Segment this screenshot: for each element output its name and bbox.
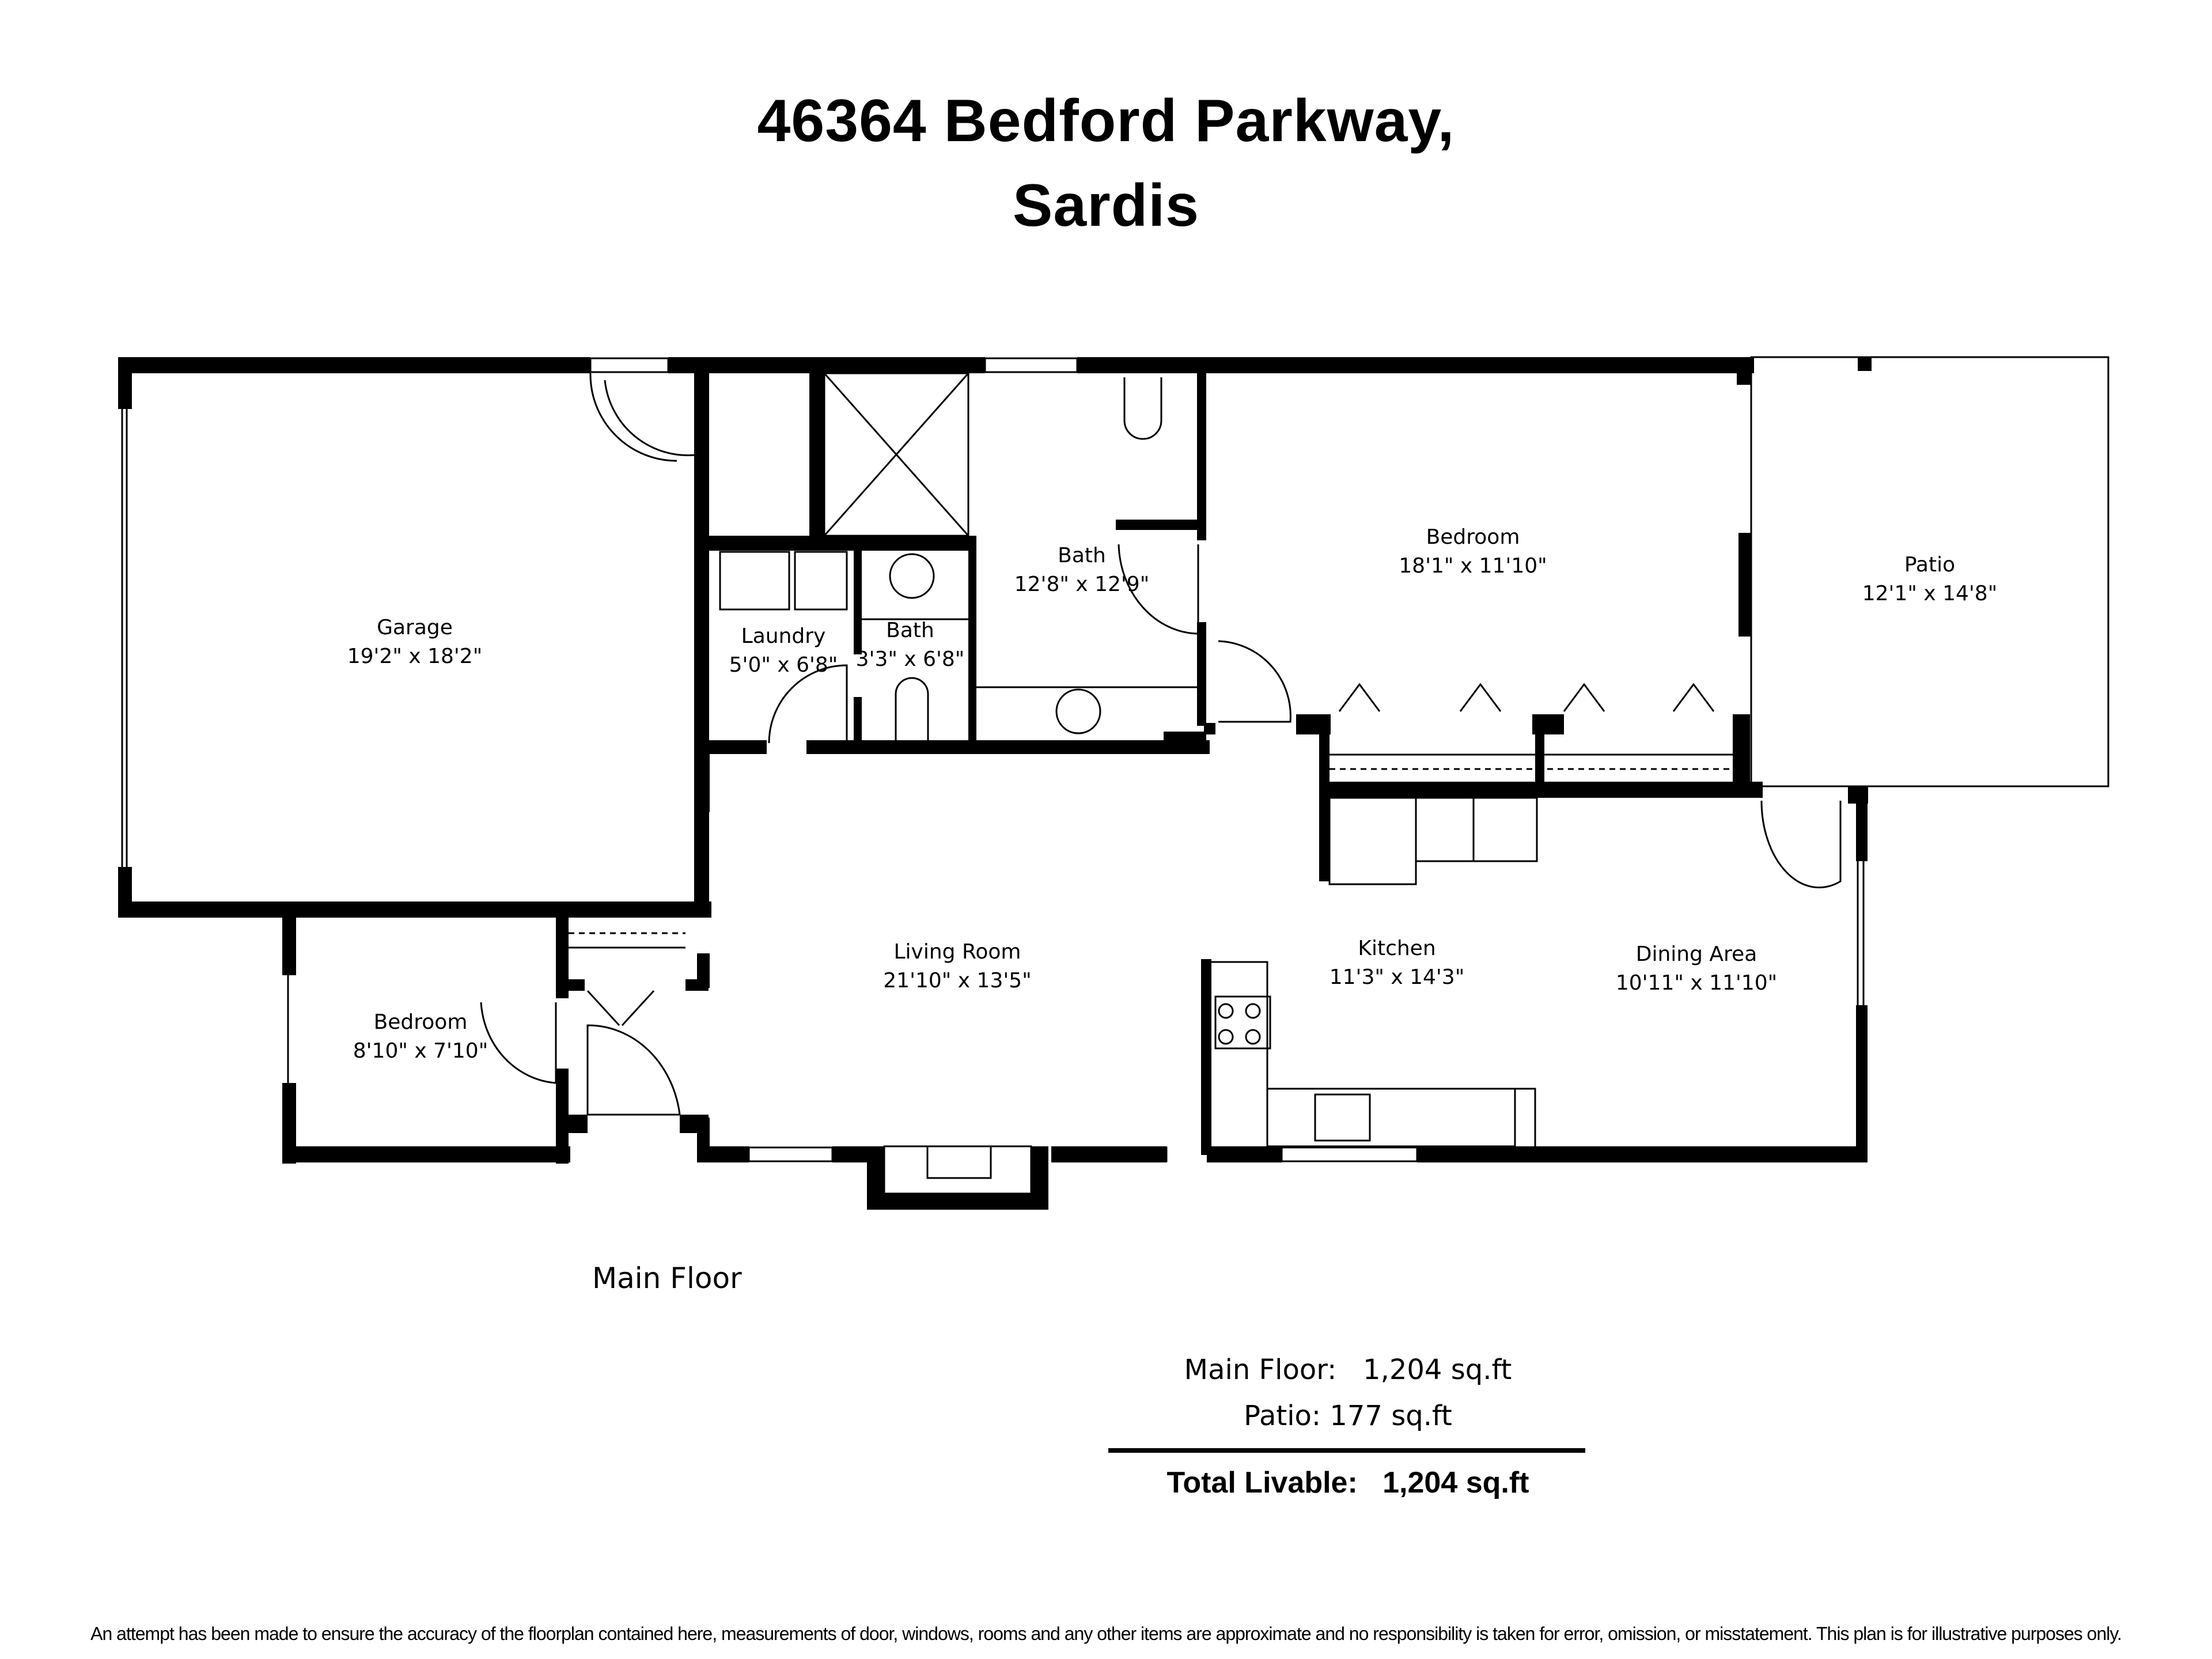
room-dining: Dining Area 10'11" x 11'10" (1616, 940, 1777, 998)
main-floor-area: Main Floor: 1,204 sq.ft (1106, 1353, 1590, 1387)
room-name: Bath (1058, 544, 1106, 567)
room-dims: 19'2" x 18'2" (347, 645, 483, 668)
patio-value: 177 sq.ft (1330, 1400, 1452, 1432)
room-name: Bath (886, 619, 934, 642)
total-livable-area: Total Livable: 1,204 sq.ft (1106, 1465, 1590, 1500)
room-name: Laundry (741, 624, 826, 648)
room-dims: 8'10" x 7'10" (353, 1039, 488, 1063)
main-floor-label: Main Floor: (1184, 1354, 1337, 1386)
room-dims: 5'0" x 6'8" (729, 653, 838, 677)
room-name: Kitchen (1358, 937, 1436, 960)
total-label: Total Livable: (1166, 1466, 1358, 1499)
total-value: 1,204 sq.ft (1382, 1466, 1529, 1499)
room-name: Garage (377, 616, 453, 639)
room-bedroom-small: Bedroom 8'10" x 7'10" (353, 1008, 488, 1066)
room-garage: Garage 19'2" x 18'2" (347, 613, 483, 671)
room-name: Dining Area (1635, 942, 1758, 966)
room-dims: 18'1" x 11'10" (1399, 554, 1547, 578)
room-dims: 11'3" x 14'3" (1329, 965, 1465, 989)
fixtures (121, 356, 2109, 1195)
address-line-2: Sardis (1013, 172, 1199, 239)
room-dims: 12'8" x 12'9" (1014, 573, 1150, 596)
room-kitchen: Kitchen 11'3" x 14'3" (1330, 934, 1465, 992)
room-name: Bedroom (1426, 525, 1520, 549)
room-bath-small: Bath 3'3" x 6'8" (856, 616, 965, 674)
room-dims: 10'11" x 11'10" (1615, 971, 1778, 995)
summary-divider (1108, 1448, 1585, 1453)
room-laundry: Laundry 5'0" x 6'8" (729, 622, 838, 680)
patio-label: Patio: (1244, 1400, 1321, 1432)
room-dims: 21'10" x 13'5" (883, 969, 1032, 993)
room-bath-large: Bath 12'8" x 12'9" (1014, 541, 1150, 599)
room-patio: Patio 12'1" x 14'8" (1862, 551, 1998, 608)
room-dims: 3'3" x 6'8" (855, 647, 965, 671)
patio-area: Patio: 177 sq.ft (1106, 1399, 1590, 1433)
main-floor-value: 1,204 sq.ft (1363, 1354, 1512, 1386)
address-line-1: 46364 Bedford Parkway, (757, 88, 1455, 154)
room-name: Patio (1904, 553, 1956, 577)
disclaimer: An attempt has been made to ensure the a… (90, 1623, 2122, 1644)
room-dims: 12'1" x 14'8" (1862, 582, 1998, 605)
floor-label: Main Floor (592, 1262, 742, 1295)
room-bedroom-main: Bedroom 18'1" x 11'10" (1399, 523, 1547, 581)
room-living: Living Room 21'10" x 13'5" (883, 938, 1031, 995)
room-name: Bedroom (373, 1010, 468, 1034)
room-name: Living Room (893, 940, 1021, 964)
walls (118, 357, 1872, 1210)
